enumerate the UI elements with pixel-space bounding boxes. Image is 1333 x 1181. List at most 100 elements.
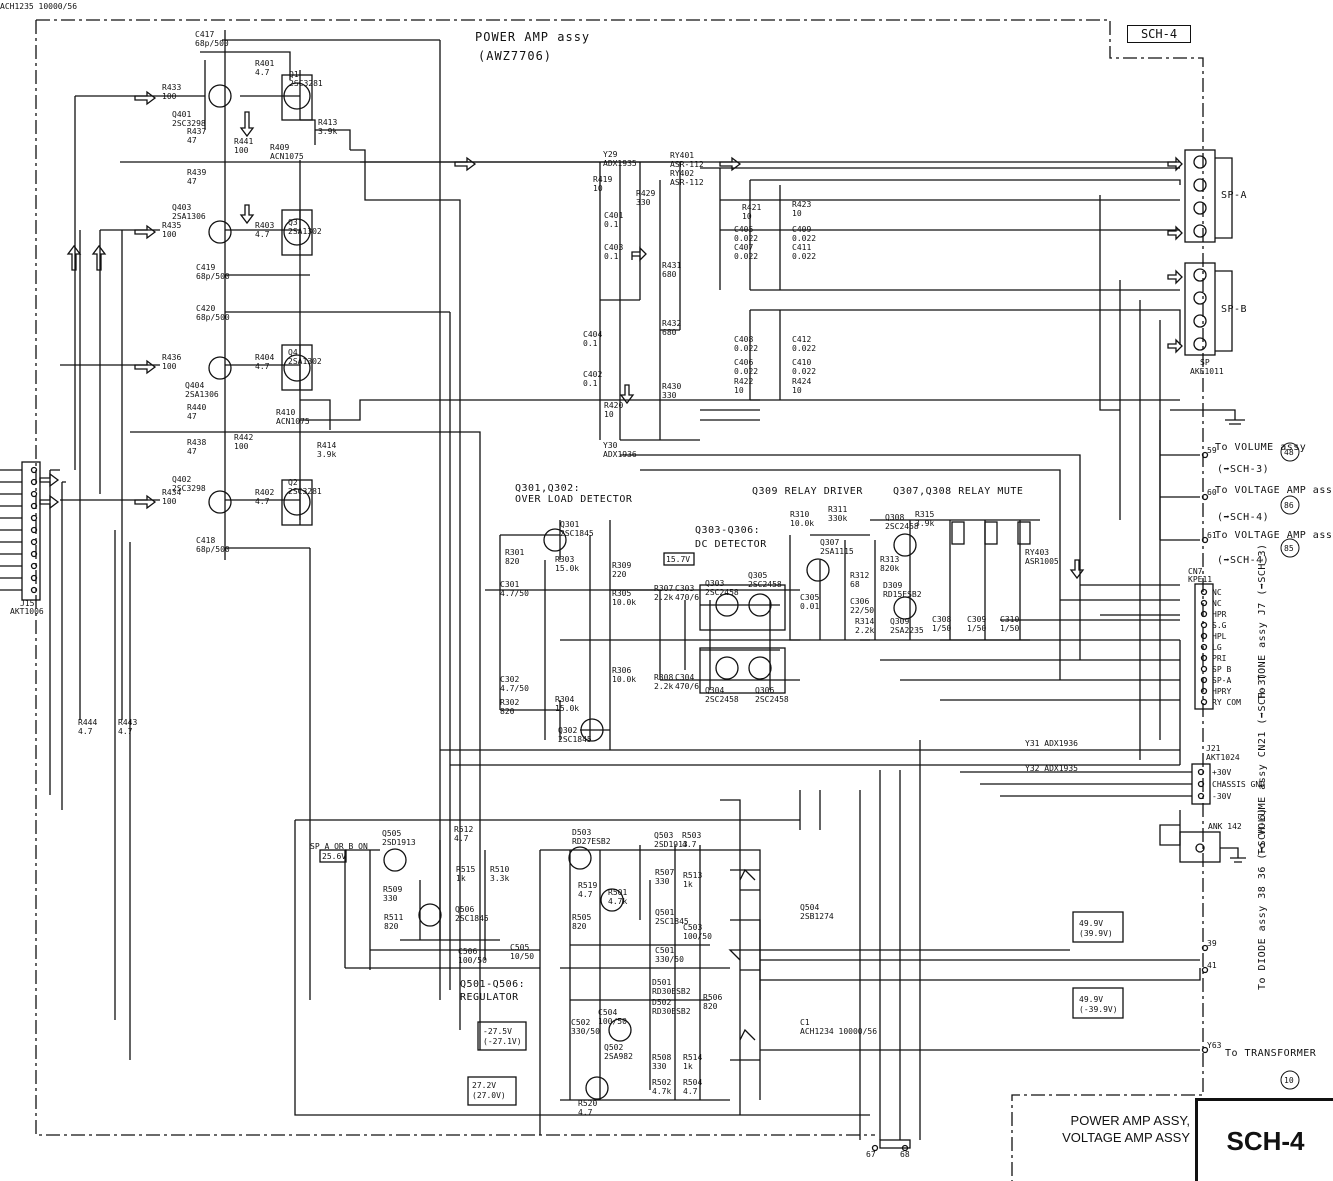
component-ref: C306 <box>850 597 869 606</box>
j15-pins <box>30 466 38 594</box>
component-ref: C408 <box>734 335 753 344</box>
component-value: ASR1005 <box>1025 557 1059 566</box>
component-value: 330 <box>383 894 398 903</box>
component-value: 0.022 <box>792 344 816 353</box>
cn7-pin-label: HPL <box>1212 632 1227 641</box>
component-ref: Q403 <box>172 203 191 212</box>
component-value: 680 <box>662 270 677 279</box>
component-ref: R306 <box>612 666 631 675</box>
component-ref: R402 <box>255 488 274 497</box>
cn7-pin-label: RY COM <box>1212 698 1241 707</box>
component-value: 820 <box>572 922 587 931</box>
component-ref: C403 <box>604 243 623 252</box>
component-value: 100/50 <box>598 1017 627 1026</box>
component-value: 4.7 <box>255 68 270 77</box>
voltage-neg27-alt: (-27.1V) <box>483 1037 522 1046</box>
component-value: 2SA1115 <box>820 547 854 556</box>
component-ref: R510 <box>490 865 509 874</box>
component-value: 2SC1845 <box>455 914 489 923</box>
component-ref: R513 <box>683 871 702 880</box>
component-ref: R444 <box>78 718 97 727</box>
dest-voltage-amp-1: To VOLTAGE AMP assy <box>1215 485 1333 496</box>
component-ref: Q305 <box>748 571 767 580</box>
component-ref: R443 <box>118 718 137 727</box>
j21-part: AKT1024 <box>1206 753 1240 762</box>
dc-title: DC DETECTOR <box>695 539 767 550</box>
component-value: 15.0k <box>555 704 579 713</box>
ank-label: ANK 142 <box>1208 822 1242 831</box>
component-ref: Y30 <box>603 441 618 450</box>
component-ref: D309 <box>883 581 902 590</box>
component-value: 4.7 <box>255 230 270 239</box>
component-value: 4.7 <box>255 362 270 371</box>
assy-part-number: (AWZ7706) <box>478 49 552 63</box>
sp-b-label: SP-B <box>1221 304 1247 315</box>
spab-note: SP A OR B ON <box>310 842 368 851</box>
component-ref: R501 <box>608 888 627 897</box>
component-ref: Q504 <box>800 903 819 912</box>
component-ref: Q3 <box>288 218 298 227</box>
component-ref: R505 <box>572 913 591 922</box>
component-value: 68p/500 <box>196 313 230 322</box>
component-value: 0.022 <box>792 367 816 376</box>
cn7-pin-label: LG <box>1212 643 1222 652</box>
component-value: 0.022 <box>734 367 758 376</box>
title-block-line2: VOLTAGE AMP ASSY <box>1062 1130 1190 1145</box>
component-value: 1k <box>683 880 693 889</box>
component-ref: R410 <box>276 408 295 417</box>
component-value: 47 <box>187 177 197 186</box>
component-value: 2SA1302 <box>288 227 322 236</box>
component-ref: Q309 <box>890 617 909 626</box>
component-value: ACH1235 10000/56 <box>0 2 77 11</box>
component-ref: C308 <box>932 615 951 624</box>
title-block-line1: POWER AMP ASSY, <box>1070 1113 1190 1128</box>
component-ref: C402 <box>583 370 602 379</box>
relay-mute-title: Q307,Q308 RELAY MUTE <box>893 486 1023 497</box>
component-value: 100 <box>162 92 177 101</box>
component-ref: R431 <box>662 261 681 270</box>
component-value: 0.1 <box>583 339 598 348</box>
component-ref: C305 <box>800 593 819 602</box>
component-ref: R420 <box>604 401 623 410</box>
component-ref: C310 <box>1000 615 1019 624</box>
component-ref: Q501 <box>655 908 674 917</box>
component-ref: R413 <box>318 118 337 127</box>
regulator-ref: Q501-Q506: <box>460 979 525 990</box>
component-value: 1k <box>683 1062 693 1071</box>
voltage-49b: 49.9V <box>1079 995 1103 1004</box>
component-ref: Q404 <box>185 381 204 390</box>
component-ref: R422 <box>734 377 753 386</box>
component-ref: R519 <box>578 881 597 890</box>
component-value: 820 <box>500 707 515 716</box>
component-value: 2SC2458 <box>755 695 789 704</box>
component-ref: R404 <box>255 353 274 362</box>
component-value: 15.0k <box>555 564 579 573</box>
component-value: 2SC3298 <box>172 119 206 128</box>
component-ref: R312 <box>850 571 869 580</box>
component-ref: Q505 <box>382 829 401 838</box>
component-ref: RY401 <box>670 151 694 160</box>
dc-ref: Q303-Q306: <box>695 525 760 536</box>
relay-driver-title: Q309 RELAY DRIVER <box>752 486 863 497</box>
component-value: 2.2k <box>654 682 673 691</box>
component-ref: R301 <box>505 548 524 557</box>
component-ref: Q303 <box>705 579 724 588</box>
component-ref: Y29 <box>603 150 618 159</box>
component-value: 10 <box>604 410 614 419</box>
component-value: 4.7 <box>578 1108 593 1117</box>
component-value: ACN1075 <box>276 417 310 426</box>
cn7-label: CN7 <box>1188 567 1203 576</box>
y63-label: Y63 <box>1207 1041 1222 1050</box>
component-value: 330 <box>662 391 677 400</box>
component-ref: C418 <box>196 536 215 545</box>
component-ref: Q302 <box>558 726 577 735</box>
component-value: 68 <box>850 580 860 589</box>
component-value: 3.9k <box>318 127 337 136</box>
component-value: 10.0k <box>612 598 636 607</box>
component-value: 2.2k <box>855 626 874 635</box>
component-ref: R502 <box>652 1078 671 1087</box>
component-ref: R506 <box>703 993 722 1002</box>
component-value: 10 <box>593 184 603 193</box>
component-value: 4.7k <box>652 1087 671 1096</box>
